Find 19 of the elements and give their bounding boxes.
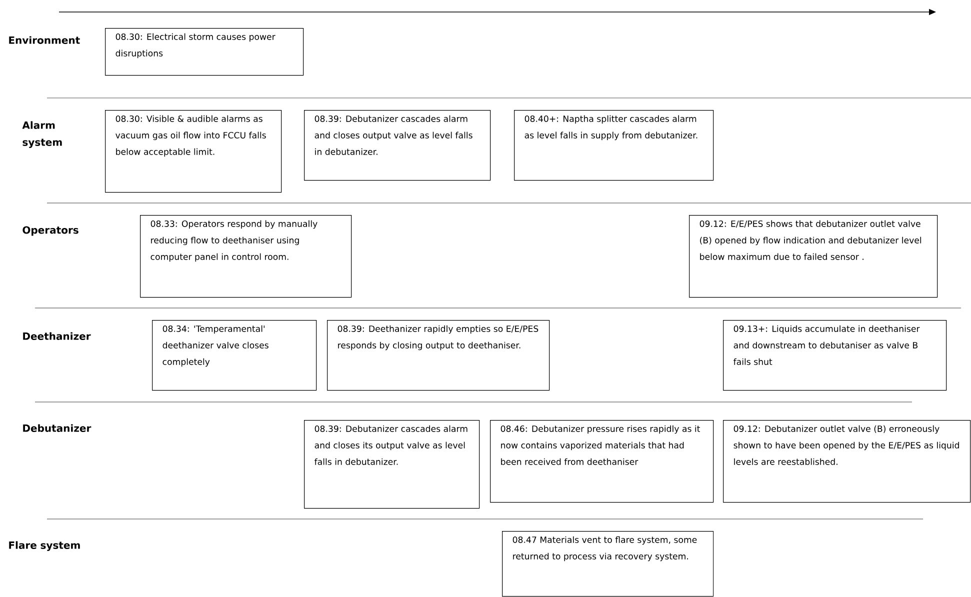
event-box: 08.39: Deethanizer rapidly empties so E/E/PES responds by closing output to deethaniser.	[327, 320, 550, 391]
lane-label: Debutanizer	[23, 424, 92, 432]
event-box: 08.34: 'Temperamental' deethanizer valve closes completely	[152, 320, 317, 391]
lane-label: Environment	[9, 36, 80, 44]
lane-label: Flare system	[9, 541, 80, 551]
event-box: 08.30: Electrical storm causes power disruptions	[105, 28, 304, 76]
event-box: 09.12: Debutanizer outlet valve (B) erroneously shown to have been opened by the E/E/PES as liquid levels are reestablished.	[723, 420, 971, 503]
lane-label: Deethanizer	[23, 332, 91, 340]
event-box: 09.13+: Liquids accumulate in deethaniser and downstream to debutaniser as valve B fails shut	[723, 320, 947, 391]
lane-label: Operators	[22, 226, 78, 236]
lane-label: Alarm system	[22, 121, 62, 148]
event-box: 08.30: Visible & audible alarms as vacuum gas oil flow into FCCU falls below acceptable limit.	[105, 110, 282, 193]
event-box: 09.12: E/E/PES shows that debutanizer outlet valve (B) opened by flow indication and debutanizer level below maximum due to failed sensor .	[689, 215, 938, 298]
event-box: 08.39: Debutanizer cascades alarm and closes output valve as level falls in debutanizer.	[304, 110, 491, 181]
event-box: 08.40+: Naptha splitter cascades alarm as level falls in supply from debutanizer.	[514, 110, 714, 181]
event-box: 08.46: Debutanizer pressure rises rapidly as it now contains vaporized materials that had been received from deethaniser	[490, 420, 714, 503]
event-box: 08.33: Operators respond by manually reducing flow to deethaniser using computer panel in control room.	[140, 215, 352, 298]
event-box: 08.39: Debutanizer cascades alarm and closes its output valve as level falls in debutanizer.	[304, 420, 480, 509]
event-box: 08.47 Materials vent to flare system, some returned to process via recovery system.	[502, 531, 714, 597]
